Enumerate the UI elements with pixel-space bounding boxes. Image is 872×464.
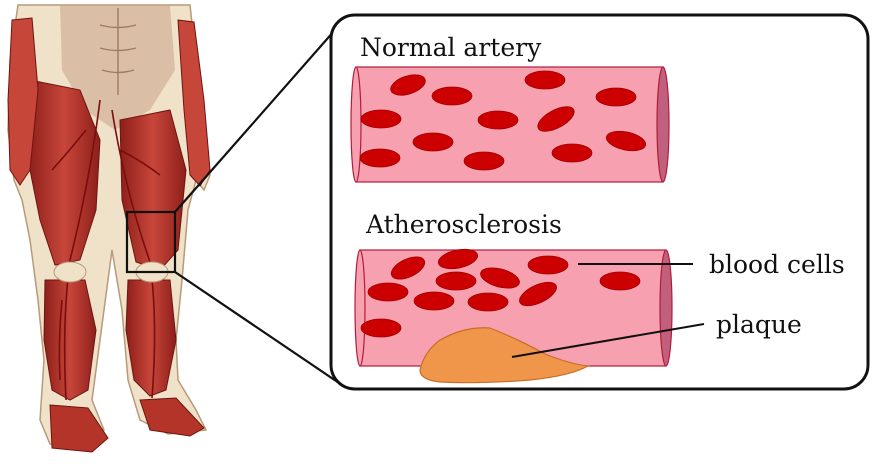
left-foot [50, 405, 108, 452]
blood-cell [432, 87, 472, 105]
blood-cell [468, 293, 508, 311]
blood-cell [596, 88, 636, 106]
blood-cell [552, 144, 592, 162]
zoom-line-bottom [175, 272, 342, 385]
atherosclerosis-title: Atherosclerosis [366, 212, 562, 237]
leg-anatomy-figure [8, 5, 210, 452]
athero-artery-right-end [660, 250, 672, 366]
normal-artery [351, 67, 669, 182]
blood-cell [361, 110, 401, 128]
blood-cell [414, 292, 454, 310]
normal-artery-left-end [351, 67, 361, 182]
left-calf-muscle [44, 280, 96, 400]
normal-artery-title: Normal artery [360, 35, 541, 60]
blood-cell [528, 256, 568, 274]
blood-cell [368, 283, 408, 301]
blood-cell [361, 319, 401, 337]
right-foot [140, 398, 204, 436]
blood-cell [464, 152, 504, 170]
blood-cell [413, 133, 453, 151]
blood-cell [436, 272, 476, 290]
blood-cell [360, 149, 400, 167]
blood-cell [525, 71, 565, 89]
left-knee [54, 262, 86, 282]
blood-cell [478, 111, 518, 129]
plaque-label: plaque [716, 312, 802, 337]
blood-cells-label: blood cells [709, 252, 845, 277]
blood-cell [600, 272, 640, 290]
normal-artery-right-end [657, 67, 669, 182]
atherosclerosis-artery [355, 246, 672, 383]
right-calf-muscle [126, 280, 176, 396]
athero-artery-left-end [355, 250, 365, 366]
